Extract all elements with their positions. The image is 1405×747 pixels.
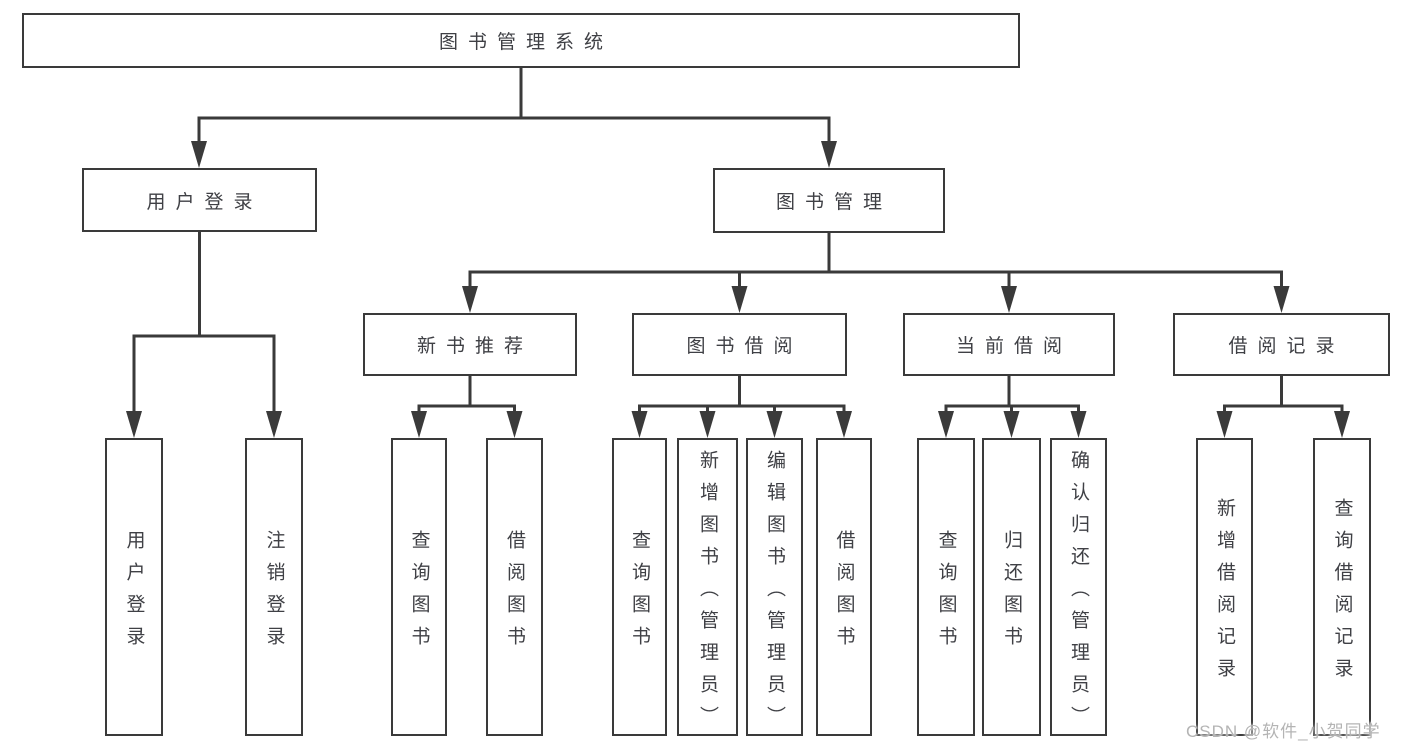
leaf-return-books: 归还图书 bbox=[982, 438, 1041, 736]
connector-root-to-level2 bbox=[191, 68, 837, 168]
leaf-user-login: 用户登录 bbox=[105, 438, 163, 736]
node-user-login-label: 用户登录 bbox=[146, 191, 263, 213]
node-new-book-recommend-label: 新书推荐 bbox=[416, 336, 533, 357]
node-book-borrowing-label: 图书借阅 bbox=[686, 336, 803, 357]
leaf-label: 查询借阅记录 bbox=[1331, 497, 1353, 690]
leaf-edit-books-admin: 编辑图书（管理员） bbox=[746, 438, 803, 738]
node-book-management-label: 图书管理 bbox=[775, 192, 892, 213]
node-borrowing-records: 借阅记录 bbox=[1173, 313, 1390, 376]
connector-records-to-leaves bbox=[1216, 376, 1350, 438]
leaf-query-books-recommend: 查询图书 bbox=[391, 438, 447, 736]
leaf-query-borrow-record: 查询借阅记录 bbox=[1313, 438, 1371, 736]
leaf-query-books-current: 查询图书 bbox=[917, 438, 975, 736]
leaf-add-borrow-record: 新增借阅记录 bbox=[1196, 438, 1253, 736]
leaf-label: 确认归还（管理员） bbox=[1068, 449, 1089, 738]
leaf-logout-label: 注销登录 bbox=[263, 529, 285, 658]
node-book-management: 图书管理 bbox=[713, 168, 945, 233]
connector-borrowing-to-leaves bbox=[631, 376, 852, 438]
leaf-label: 查询图书 bbox=[629, 529, 650, 658]
leaf-logout: 注销登录 bbox=[245, 438, 303, 736]
connector-current-to-leaves bbox=[938, 376, 1087, 438]
leaf-confirm-return-admin: 确认归还（管理员） bbox=[1050, 438, 1107, 738]
connector-userlogin-to-leaves bbox=[126, 232, 282, 438]
leaf-label: 新增图书（管理员） bbox=[697, 449, 718, 738]
connector-bookmgmt-to-level3 bbox=[462, 233, 1290, 313]
leaf-label: 查询图书 bbox=[935, 529, 957, 658]
leaf-borrow-books-recommend: 借阅图书 bbox=[486, 438, 543, 736]
leaf-label: 编辑图书（管理员） bbox=[764, 449, 785, 738]
leaf-add-books-admin: 新增图书（管理员） bbox=[677, 438, 738, 738]
leaf-query-books-borrowing: 查询图书 bbox=[612, 438, 667, 736]
leaf-label: 查询图书 bbox=[408, 529, 430, 658]
leaf-label: 归还图书 bbox=[1001, 529, 1022, 658]
node-book-borrowing: 图书借阅 bbox=[632, 313, 847, 376]
node-current-borrowing-label: 当前借阅 bbox=[955, 336, 1072, 357]
node-new-book-recommend: 新书推荐 bbox=[363, 313, 577, 376]
node-current-borrowing: 当前借阅 bbox=[903, 313, 1115, 376]
leaf-label: 借阅图书 bbox=[504, 529, 525, 658]
node-borrowing-records-label: 借阅记录 bbox=[1228, 336, 1345, 357]
leaf-label: 新增借阅记录 bbox=[1214, 497, 1235, 690]
node-user-login: 用户登录 bbox=[82, 168, 317, 232]
node-root-label: 图书管理系统 bbox=[438, 32, 613, 53]
csdn-watermark: CSDN @软件_小贺同学 bbox=[1186, 722, 1381, 741]
connector-newbook-to-leaves bbox=[411, 376, 523, 438]
leaf-label: 借阅图书 bbox=[833, 529, 855, 658]
node-root-system: 图书管理系统 bbox=[22, 13, 1020, 68]
leaf-user-login-label: 用户登录 bbox=[123, 529, 145, 658]
leaf-borrow-books: 借阅图书 bbox=[816, 438, 872, 736]
